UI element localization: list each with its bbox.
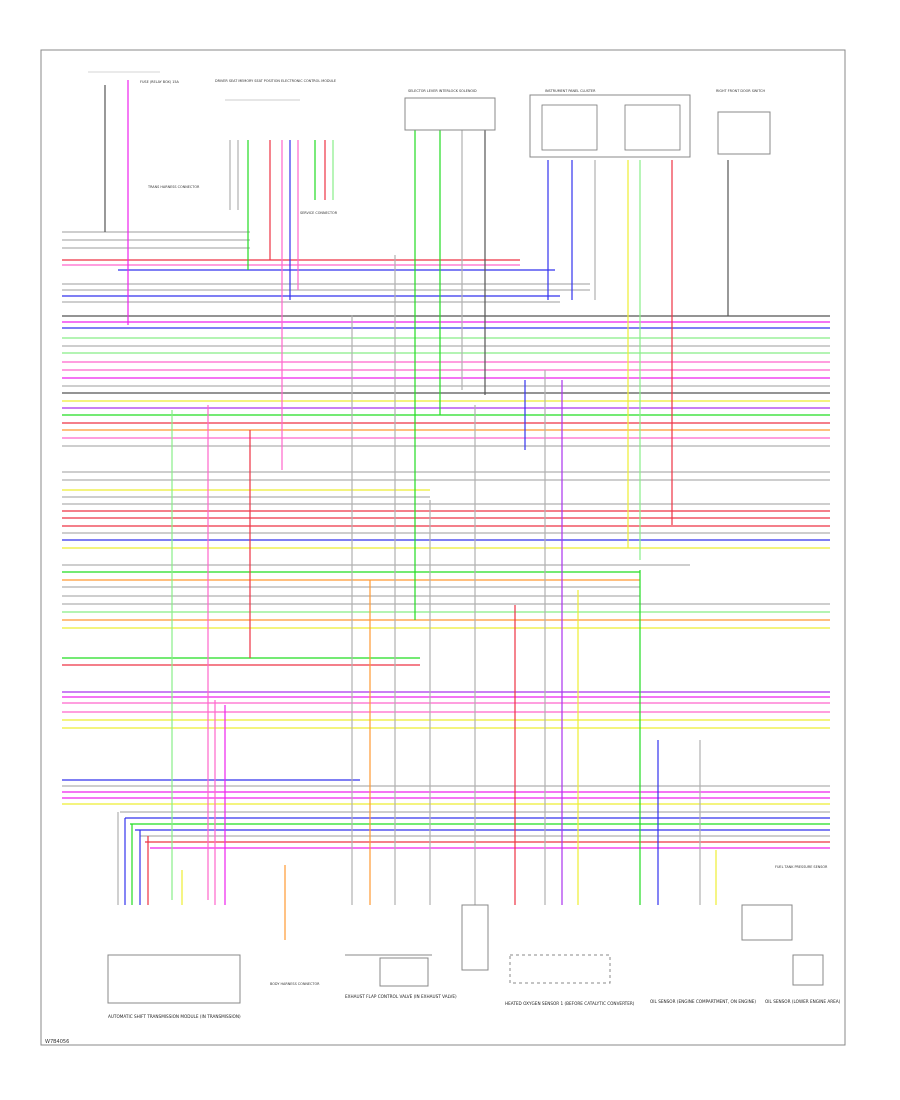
ground-label: FUEL TANK PRESSURE SENSOR xyxy=(775,865,828,869)
driver-power-seat-module: DRIVER SEAT MEMORY SEAT POSITION ELECTRO… xyxy=(215,79,336,101)
switch-label: RIGHT FRONT DOOR SWITCH xyxy=(716,89,765,93)
horizontal-wires xyxy=(62,231,830,849)
driver-module-label: DRIVER SEAT MEMORY SEAT POSITION ELECTRO… xyxy=(215,79,336,83)
transmission-label: AUTOMATIC SHIFT TRANSMISSION MODULE (IN … xyxy=(108,1014,241,1019)
exhaust-valve: EXHAUST FLAP CONTROL VALVE (IN EXHAUST V… xyxy=(345,954,457,999)
oil-sensor-right-label: OIL SENSOR (LOWER ENGINE AREA) xyxy=(765,999,841,1004)
interlock-label: SELECTOR LEVER INTERLOCK SOLENOID xyxy=(408,89,477,93)
spare-label: SERVICE CONNECTOR xyxy=(300,211,338,215)
instrument-panel: INSTRUMENT PANEL CLUSTER xyxy=(529,89,691,158)
speed-sensor: OIL SENSOR (ENGINE COMPARTMENT, ON ENGIN… xyxy=(650,999,756,1004)
fuse-label: FUSE (RELAY BOX) 15A xyxy=(140,80,180,84)
ground-point: FUEL TANK PRESSURE SENSOR OIL SENSOR (LO… xyxy=(741,865,841,1004)
transmission-module: AUTOMATIC SHIFT TRANSMISSION MODULE (IN … xyxy=(107,954,241,1019)
exhaust-label: EXHAUST FLAP CONTROL VALVE (IN EXHAUST V… xyxy=(345,994,457,999)
body-connector: BODY HARNESS CONNECTOR xyxy=(270,982,320,986)
footer-code: W7B4056 xyxy=(45,1039,69,1045)
body-connector-label: BODY HARNESS CONNECTOR xyxy=(270,982,320,986)
heated-oxygen-sensor: HEATED OXYGEN SENSOR 1 (BEFORE CATALYTIC… xyxy=(461,904,635,1006)
diagram-frame xyxy=(40,49,846,1046)
junction-label: TRANS HARNESS CONNECTOR xyxy=(147,185,200,189)
right-front-switch: RIGHT FRONT DOOR SWITCH xyxy=(716,89,771,155)
speed-sensor-label: OIL SENSOR (ENGINE COMPARTMENT, ON ENGIN… xyxy=(650,999,756,1004)
vertical-wires xyxy=(104,80,729,940)
instrument-label: INSTRUMENT PANEL CLUSTER xyxy=(545,89,596,93)
fuse-relay-box: FUSE (RELAY BOX) 15A xyxy=(88,71,180,140)
ignition-interlock: SELECTOR LEVER INTERLOCK SOLENOID xyxy=(404,89,496,131)
oxygen-label: HEATED OXYGEN SENSOR 1 (BEFORE CATALYTIC… xyxy=(505,1001,635,1006)
spare-connector: SERVICE CONNECTOR xyxy=(300,211,338,215)
junction-cable: TRANS HARNESS CONNECTOR xyxy=(147,185,200,189)
